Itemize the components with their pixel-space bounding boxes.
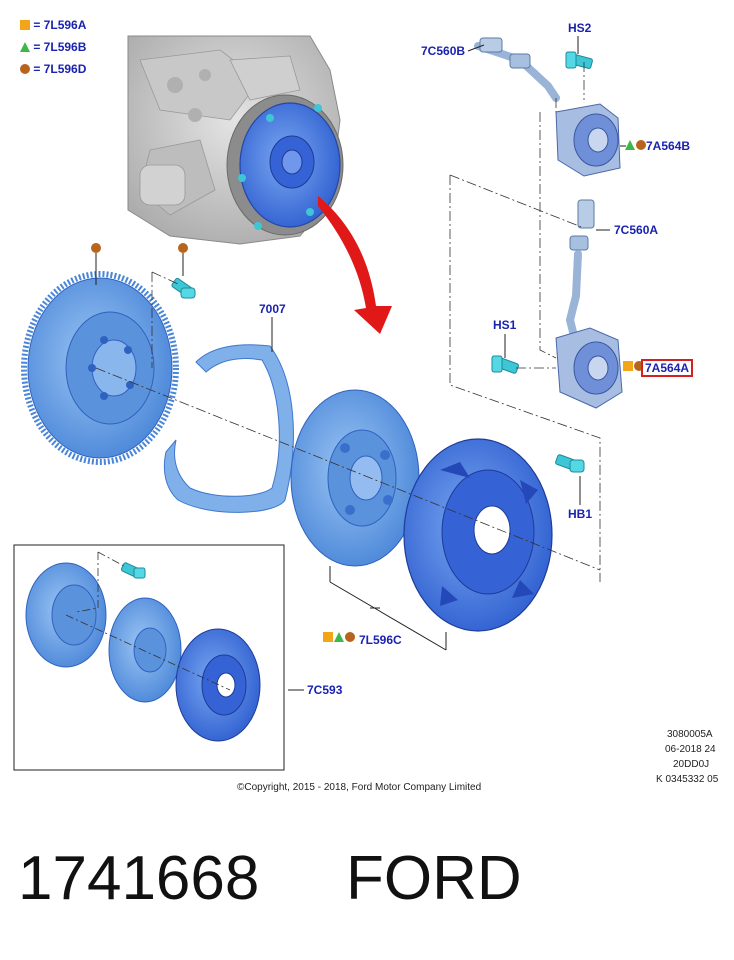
legend-text: = 7L596D: [33, 62, 87, 76]
release-bearing-b-image: [555, 103, 621, 177]
symbol-group-7a564b: [625, 140, 646, 150]
label-7l596c[interactable]: 7L596C: [359, 633, 402, 647]
symbol-group-7a564a: [623, 361, 644, 371]
label-hs2[interactable]: HS2: [568, 21, 592, 35]
symbol-group-7l596c: [323, 632, 355, 642]
orange-square-icon: [20, 20, 30, 30]
brown-circle-icon: [20, 64, 30, 74]
inset-axis: [65, 551, 231, 691]
diagram-model-code: 20DD0J: [673, 759, 710, 770]
leader-lines: [95, 36, 626, 691]
backing-plate-image: [163, 344, 294, 513]
legend-text: = 7L596A: [33, 18, 87, 32]
inset-bolt-icon: [120, 562, 146, 579]
brown-circle-icon: [178, 243, 188, 253]
hs1-bolt-icon: [491, 355, 519, 374]
legend-item-circle: = 7L596D: [20, 61, 86, 77]
pressure-plate-bolt-icon: [555, 454, 585, 473]
inset-pressure-plate-image: [175, 628, 261, 742]
green-triangle-icon: [20, 42, 30, 52]
label-7a564a-highlighted[interactable]: 7A564A: [641, 359, 694, 377]
diagram-code: 3080005A: [667, 729, 713, 740]
brown-circle-icon: [91, 243, 101, 253]
flywheel-image: [21, 271, 179, 465]
flywheel-bolt-icon: [171, 277, 196, 299]
label-hs1[interactable]: HS1: [493, 318, 517, 332]
brown-circle-icon: [345, 632, 355, 642]
mounted-clutch-image: [226, 94, 344, 236]
label-7a564b[interactable]: 7A564B: [646, 139, 691, 153]
label-7007[interactable]: 7007: [259, 302, 286, 316]
legend-item-triangle: = 7L596B: [20, 39, 86, 55]
brown-circle-icon: [636, 140, 646, 150]
legend-text: = 7L596B: [33, 40, 87, 54]
copyright-text: ©Copyright, 2015 - 2018, Ford Motor Comp…: [237, 782, 482, 793]
green-triangle-icon: [334, 632, 344, 642]
red-arrow-icon: [318, 196, 392, 334]
label-7c560a[interactable]: 7C560A: [614, 223, 659, 237]
axis-lines: [95, 62, 601, 582]
hydraulic-line-upper-image: [474, 37, 560, 102]
label-7c593[interactable]: 7C593: [307, 683, 343, 697]
pressure-plate-image: [403, 438, 553, 632]
clutch-disc-image: [290, 389, 420, 567]
orange-square-icon: [623, 361, 633, 371]
hydraulic-line-lower-image: [565, 199, 595, 340]
label-hb1[interactable]: HB1: [568, 507, 593, 521]
diagram-date: 06-2018 24: [665, 744, 716, 755]
hs2-bolt-icon: [565, 51, 593, 69]
part-number: 1741668: [18, 844, 260, 913]
inset-disc-image: [108, 597, 182, 703]
legend-item-square: = 7L596A: [20, 17, 86, 33]
brand-name: FORD: [346, 844, 522, 913]
brown-circle-icon: [634, 361, 644, 371]
release-bearing-a-image: [555, 327, 623, 409]
label-7c560b[interactable]: 7C560B: [421, 44, 466, 58]
green-triangle-icon: [625, 140, 635, 150]
orange-square-icon: [323, 632, 333, 642]
diagram-reference: K 0345332 05: [656, 774, 719, 785]
inset-frame: [13, 544, 285, 771]
